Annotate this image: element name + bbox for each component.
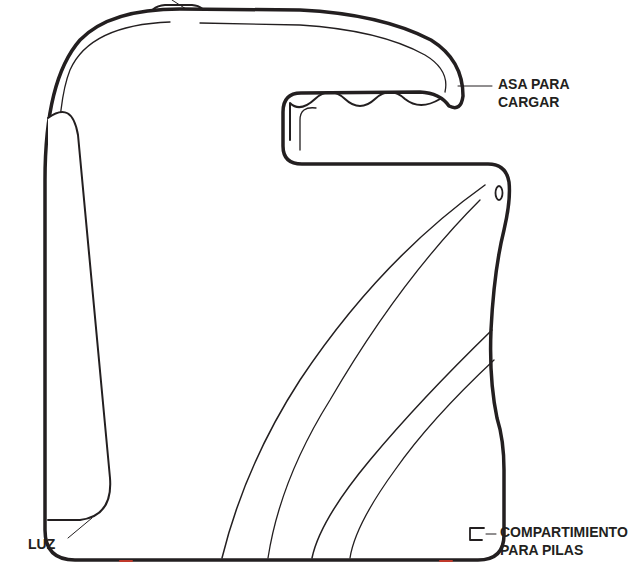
light-lens bbox=[48, 112, 110, 520]
leader-line bbox=[486, 534, 496, 535]
part-label: LUZ bbox=[28, 536, 68, 554]
body-curve bbox=[268, 200, 480, 558]
body-curve bbox=[350, 360, 494, 558]
handle-contour bbox=[200, 23, 446, 150]
indicator-oval bbox=[496, 186, 503, 200]
battery-tab bbox=[470, 528, 484, 540]
part-label: COMPARTIMIENTO PARA PILAS bbox=[500, 524, 622, 559]
foot bbox=[120, 560, 452, 562]
body-curve bbox=[312, 330, 492, 558]
lantern-body bbox=[45, 9, 509, 560]
handle-grip bbox=[290, 92, 440, 140]
body-curve bbox=[222, 185, 485, 558]
part-label: ASA PARA CARGAR bbox=[498, 76, 598, 111]
leader-line bbox=[458, 86, 492, 87]
leader-line bbox=[68, 518, 92, 538]
